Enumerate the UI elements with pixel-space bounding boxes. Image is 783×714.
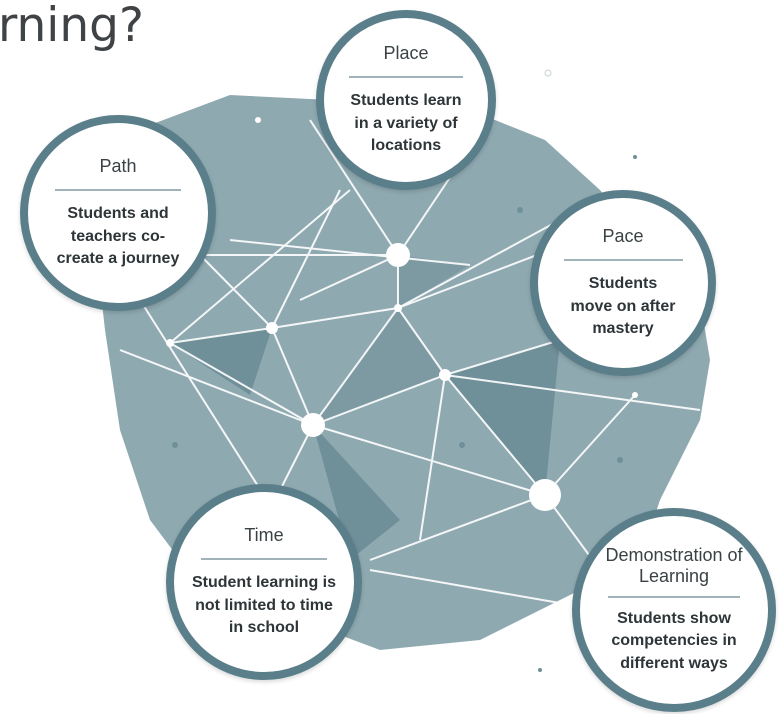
demonstration-title: Demonstration of Learning — [605, 544, 743, 587]
facet-4 — [313, 308, 445, 425]
facet-5 — [398, 255, 470, 308]
scatter-dots — [172, 69, 637, 672]
demonstration-divider — [608, 596, 740, 598]
time-node: Time Student learning is not limited to … — [166, 484, 362, 680]
facet-1 — [170, 328, 272, 395]
time-title: Time — [244, 524, 284, 545]
path-divider — [55, 189, 181, 192]
path-node: Path Students and teachers co-create a j… — [20, 115, 216, 311]
path-description: Students and teachers co-create a journe… — [56, 205, 180, 267]
demonstration-node: Demonstration of Learning Students show … — [572, 508, 776, 712]
pace-description: Students move on after mastery — [570, 275, 676, 337]
place-title: Place — [383, 42, 429, 63]
page-heading: rning? — [0, 0, 144, 53]
place-node: Place Students learn in a variety of loc… — [316, 10, 496, 190]
pace-title: Pace — [602, 225, 644, 246]
path-title: Path — [99, 155, 137, 176]
network-lines — [119, 119, 701, 611]
time-divider — [201, 558, 327, 561]
place-divider — [348, 76, 464, 79]
network-dots — [166, 243, 638, 511]
facet-2 — [313, 425, 400, 560]
pace-divider — [563, 259, 683, 262]
pace-node: Pace Students move on after mastery — [530, 190, 716, 376]
time-description: Student learning is not limited to time … — [191, 574, 336, 636]
place-description: Students learn in a variety of locations — [350, 92, 462, 154]
demonstration-description: Students show competencies in different … — [611, 610, 737, 672]
